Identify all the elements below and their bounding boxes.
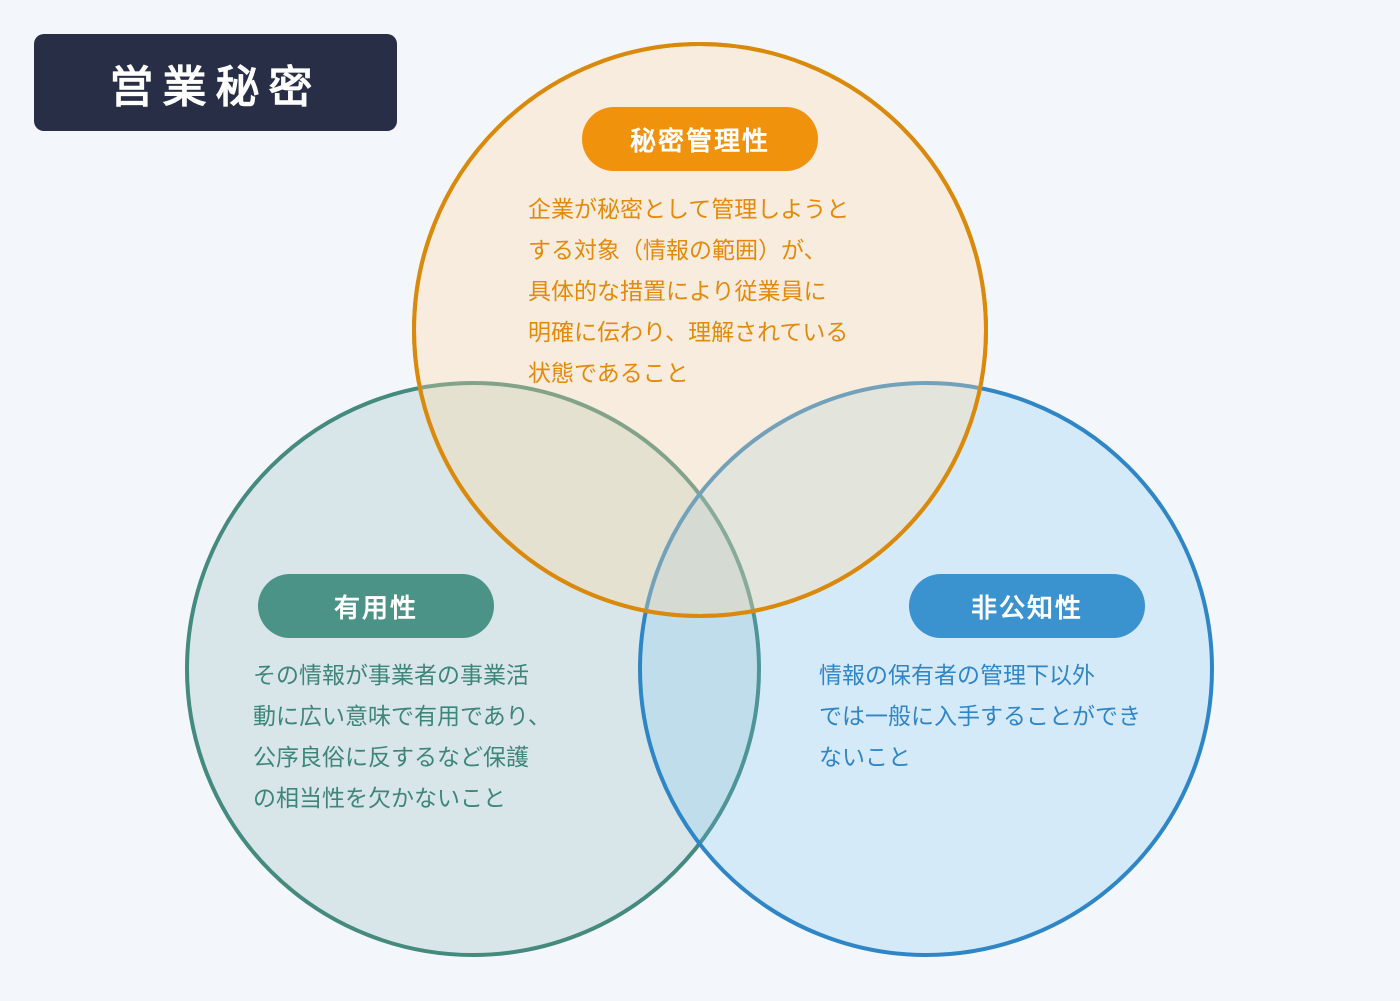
- page-title: 営業秘密: [34, 34, 397, 131]
- usefulness-description-line: その情報が事業者の事業活: [253, 663, 529, 689]
- non-public-description-line: では一般に入手することができ: [819, 704, 1141, 730]
- secrecy-description-line: する対象（情報の範囲）が、: [528, 238, 827, 264]
- usefulness-description: その情報が事業者の事業活 動に広い意味で有用であり、 公序良俗に反するなど保護 …: [253, 656, 551, 820]
- secrecy-circle-outline: [412, 42, 988, 618]
- non-public-label: 非公知性: [909, 574, 1145, 638]
- usefulness-label: 有用性: [258, 574, 494, 638]
- secrecy-description-line: 明確に伝わり、理解されている: [528, 320, 849, 346]
- usefulness-circle: [185, 381, 761, 957]
- secrecy-description: 企業が秘密として管理しようと する対象（情報の範囲）が、 具体的な措置により従業…: [528, 190, 849, 395]
- non-public-description-line: ないこと: [819, 745, 911, 771]
- secrecy-description-line: 具体的な措置により従業員に: [528, 279, 827, 305]
- non-public-description: 情報の保有者の管理下以外 では一般に入手することができ ないこと: [819, 656, 1141, 779]
- secrecy-label: 秘密管理性: [582, 107, 818, 171]
- usefulness-description-line: 動に広い意味で有用であり、: [253, 704, 551, 730]
- non-public-description-line: 情報の保有者の管理下以外: [819, 663, 1095, 689]
- secrecy-description-line: 状態であること: [528, 361, 689, 387]
- usefulness-description-line: 公序良俗に反するなど保護: [253, 745, 529, 771]
- secrecy-description-line: 企業が秘密として管理しようと: [528, 197, 850, 223]
- non-public-circle: [638, 381, 1214, 957]
- usefulness-description-line: の相当性を欠かないこと: [253, 786, 506, 812]
